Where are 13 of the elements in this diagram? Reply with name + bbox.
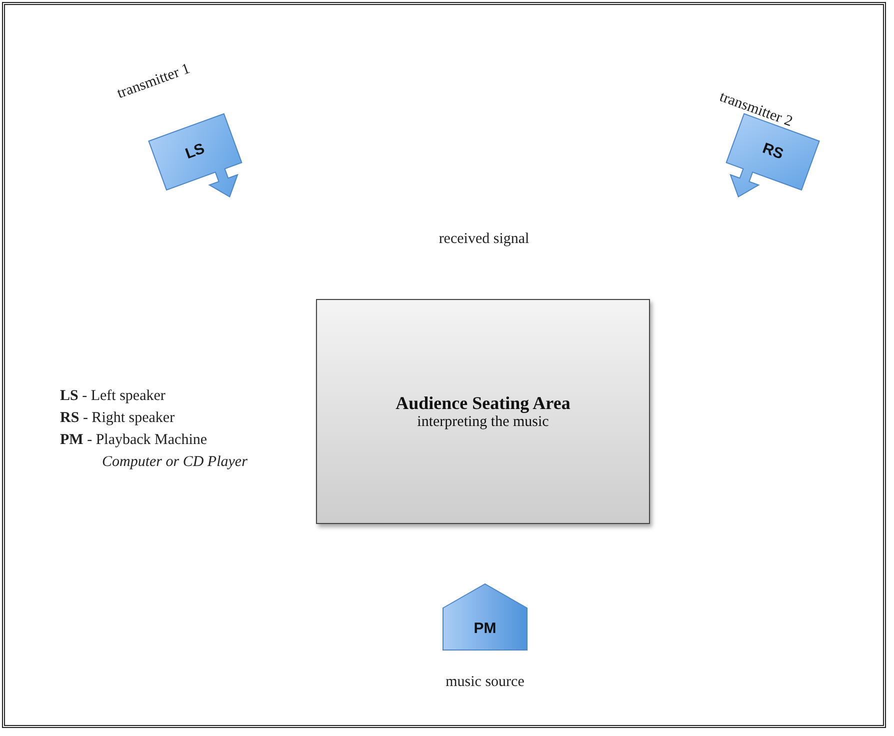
signal-note: received signal (438, 231, 530, 248)
area-heading: Audience Seating Area (396, 392, 570, 414)
seating-area-box (316, 299, 650, 524)
key-entry: RS - Right speaker (60, 410, 175, 427)
key-note: Computer or CD Player (102, 454, 248, 471)
key-entry: PM - Playback Machine (60, 432, 208, 449)
area-subtitle: interpreting the music (417, 414, 549, 430)
caption-text: music source (446, 674, 524, 691)
shape-label: PM (472, 620, 498, 638)
shape-label: RS (759, 138, 787, 165)
playback-machine-shape (443, 584, 527, 650)
shape-label: LS (182, 139, 208, 165)
key-entry: LS - Left speaker (60, 388, 166, 405)
